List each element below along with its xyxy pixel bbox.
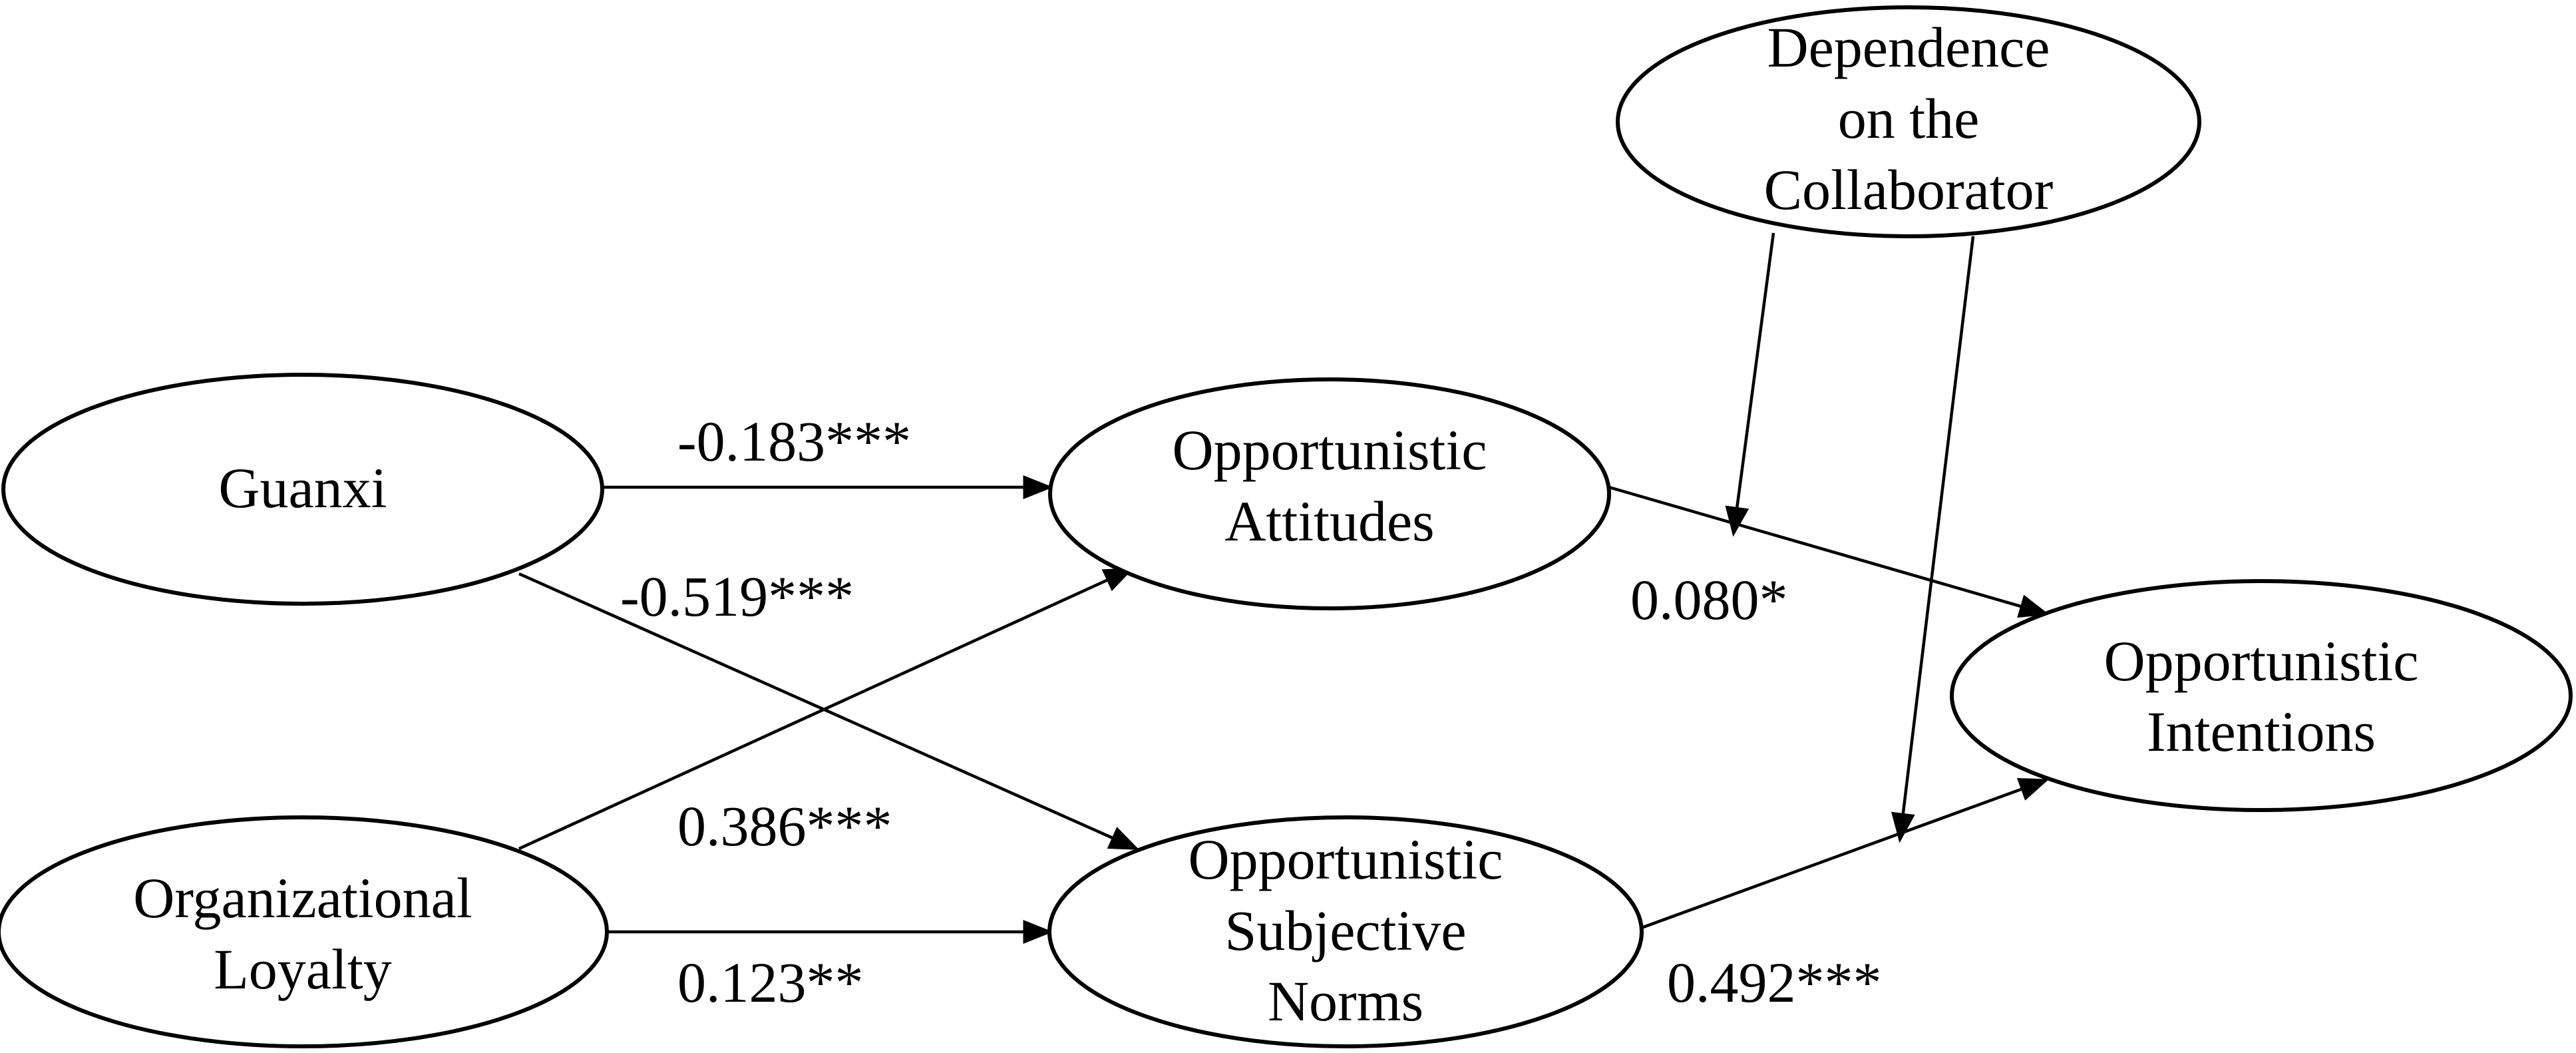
coef-loyalty-attitudes: 0.386***: [677, 794, 892, 858]
coef-attitudes-intentions: 0.080*: [1630, 568, 1788, 632]
node-loyalty-label-line2: Loyalty: [214, 937, 392, 1001]
arrow-norms-to-intentions: [1630, 777, 2050, 934]
arrow-guanxi-to-norms: [518, 572, 1140, 851]
node-opportunistic-subjective-norms: Opportunistic Subjective Norms: [1047, 815, 1644, 1048]
node-norms-label-line2: Subjective: [1224, 899, 1466, 962]
node-norms-label-line1: Opportunistic: [1189, 827, 1503, 891]
arrow-dependence-moderates-attitudes-path: [1725, 232, 1775, 537]
node-dependence-label-line2: on the: [1838, 87, 1980, 150]
coef-guanxi-norms: -0.519***: [620, 564, 854, 628]
node-intentions-label-line1: Opportunistic: [2104, 629, 2419, 693]
arrow-attitudes-to-intentions: [1608, 485, 2050, 618]
coef-loyalty-norms: 0.123**: [677, 950, 864, 1014]
node-dependence-label-line1: Dependence: [1767, 15, 2050, 79]
node-guanxi-label: Guanxi: [218, 456, 387, 520]
node-guanxi: Guanxi: [1, 373, 604, 606]
arrow-loyalty-to-attitudes: [518, 567, 1135, 851]
node-loyalty-label-line1: Organizational: [133, 866, 472, 930]
node-opportunistic-intentions: Opportunistic Intentions: [1950, 579, 2573, 812]
node-intentions-label-line2: Intentions: [2147, 700, 2376, 763]
node-opportunistic-attitudes: Opportunistic Attitudes: [1048, 377, 1611, 610]
coef-guanxi-attitudes: -0.183***: [677, 409, 911, 473]
node-dependence-on-collaborator: Dependence on the Collaborator: [1616, 5, 2201, 238]
node-norms-label-line3: Norms: [1268, 969, 1423, 1033]
node-organizational-loyalty: Organizational Loyalty: [0, 815, 609, 1048]
node-dependence-label-line3: Collaborator: [1764, 158, 2054, 222]
coef-norms-intentions: 0.492***: [1667, 950, 1882, 1014]
node-attitudes-label-line1: Opportunistic: [1173, 418, 1487, 482]
node-attitudes-label-line2: Attitudes: [1224, 489, 1434, 553]
arrow-dependence-moderates-norms-path: [1891, 236, 1975, 843]
